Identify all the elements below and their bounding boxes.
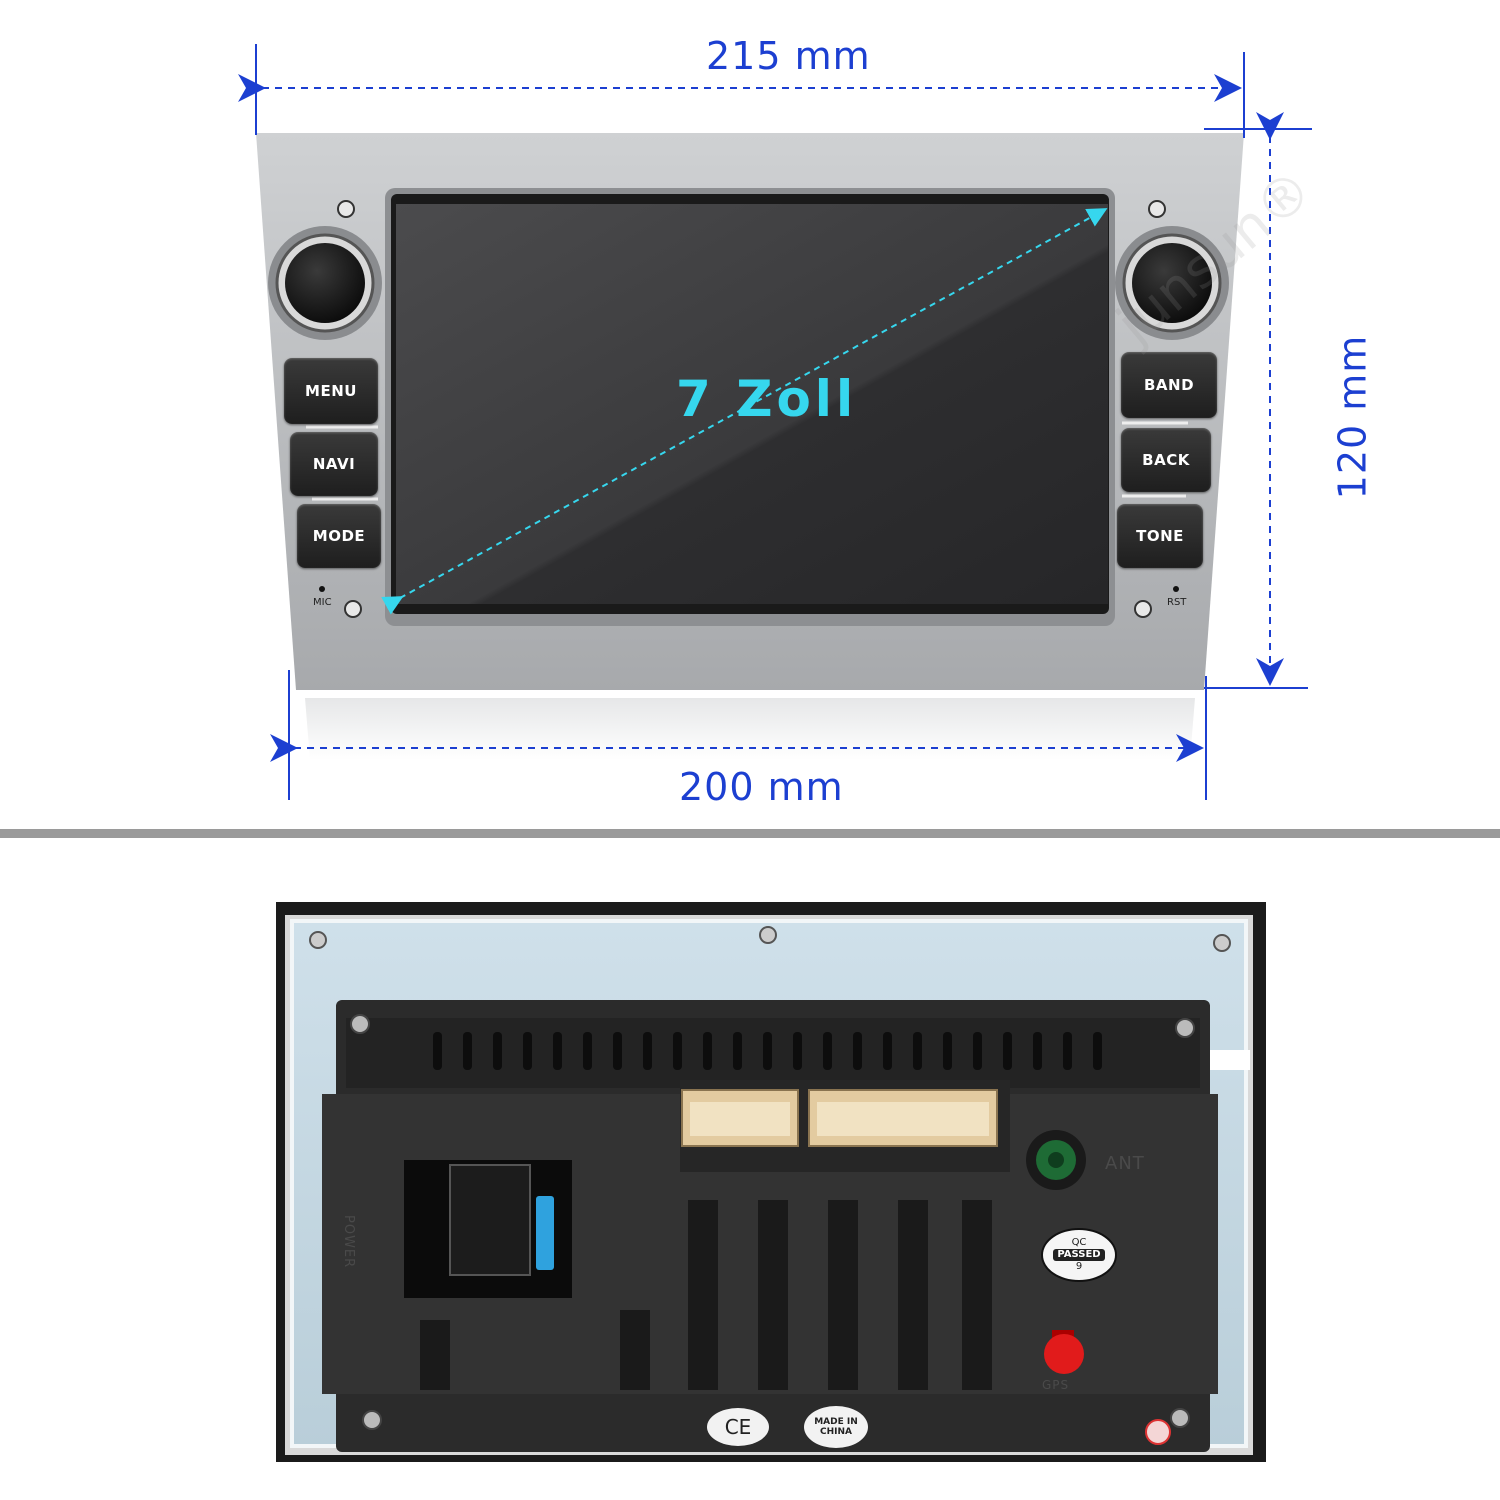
bottom-width-label: 200 mm (679, 765, 844, 809)
front-screws (337, 200, 1166, 618)
mic-label: MIC (313, 597, 332, 608)
back-button[interactable]: BACK (1121, 428, 1211, 492)
antenna-port (1026, 1130, 1086, 1190)
gps-port (1044, 1330, 1084, 1374)
wiring-connectors (681, 1089, 998, 1147)
left-knob[interactable] (268, 226, 382, 340)
vent-slots (433, 1032, 1102, 1070)
mic-hole (319, 586, 325, 592)
qc-line-1: QC (1071, 1237, 1087, 1248)
screen-size-label: 7 Zoll (676, 370, 858, 428)
gps-label: GPS (1042, 1378, 1070, 1392)
front-view (256, 133, 1244, 760)
navi-button[interactable]: NAVI (290, 432, 378, 496)
made-in-china-mark: MADE IN CHINA (804, 1406, 868, 1448)
rear-view (276, 902, 1266, 1462)
section-divider (0, 829, 1500, 838)
menu-button[interactable]: MENU (284, 358, 378, 424)
ce-mark: CE (707, 1408, 769, 1446)
fuse (536, 1196, 554, 1270)
antenna-label: ANT (1105, 1153, 1145, 1174)
power-label: POWER (341, 1215, 356, 1269)
qc-passed-badge: QC PASSED 9 (1041, 1228, 1117, 1282)
front-reflection (305, 698, 1195, 760)
reset-label: RST (1167, 597, 1187, 608)
top-width-label: 215 mm (706, 34, 871, 78)
qc-line-3: 9 (1075, 1261, 1083, 1272)
tone-button[interactable]: TONE (1117, 504, 1203, 568)
band-button[interactable]: BAND (1121, 352, 1217, 418)
dimension-lines (238, 44, 1312, 800)
mode-button[interactable]: MODE (297, 504, 381, 568)
reset-hole[interactable] (1173, 586, 1179, 592)
qc-line-2: PASSED (1053, 1249, 1105, 1261)
seal-sticker (1145, 1419, 1171, 1445)
right-knob[interactable] (1115, 226, 1229, 340)
height-label: 120 mm (1330, 334, 1375, 500)
